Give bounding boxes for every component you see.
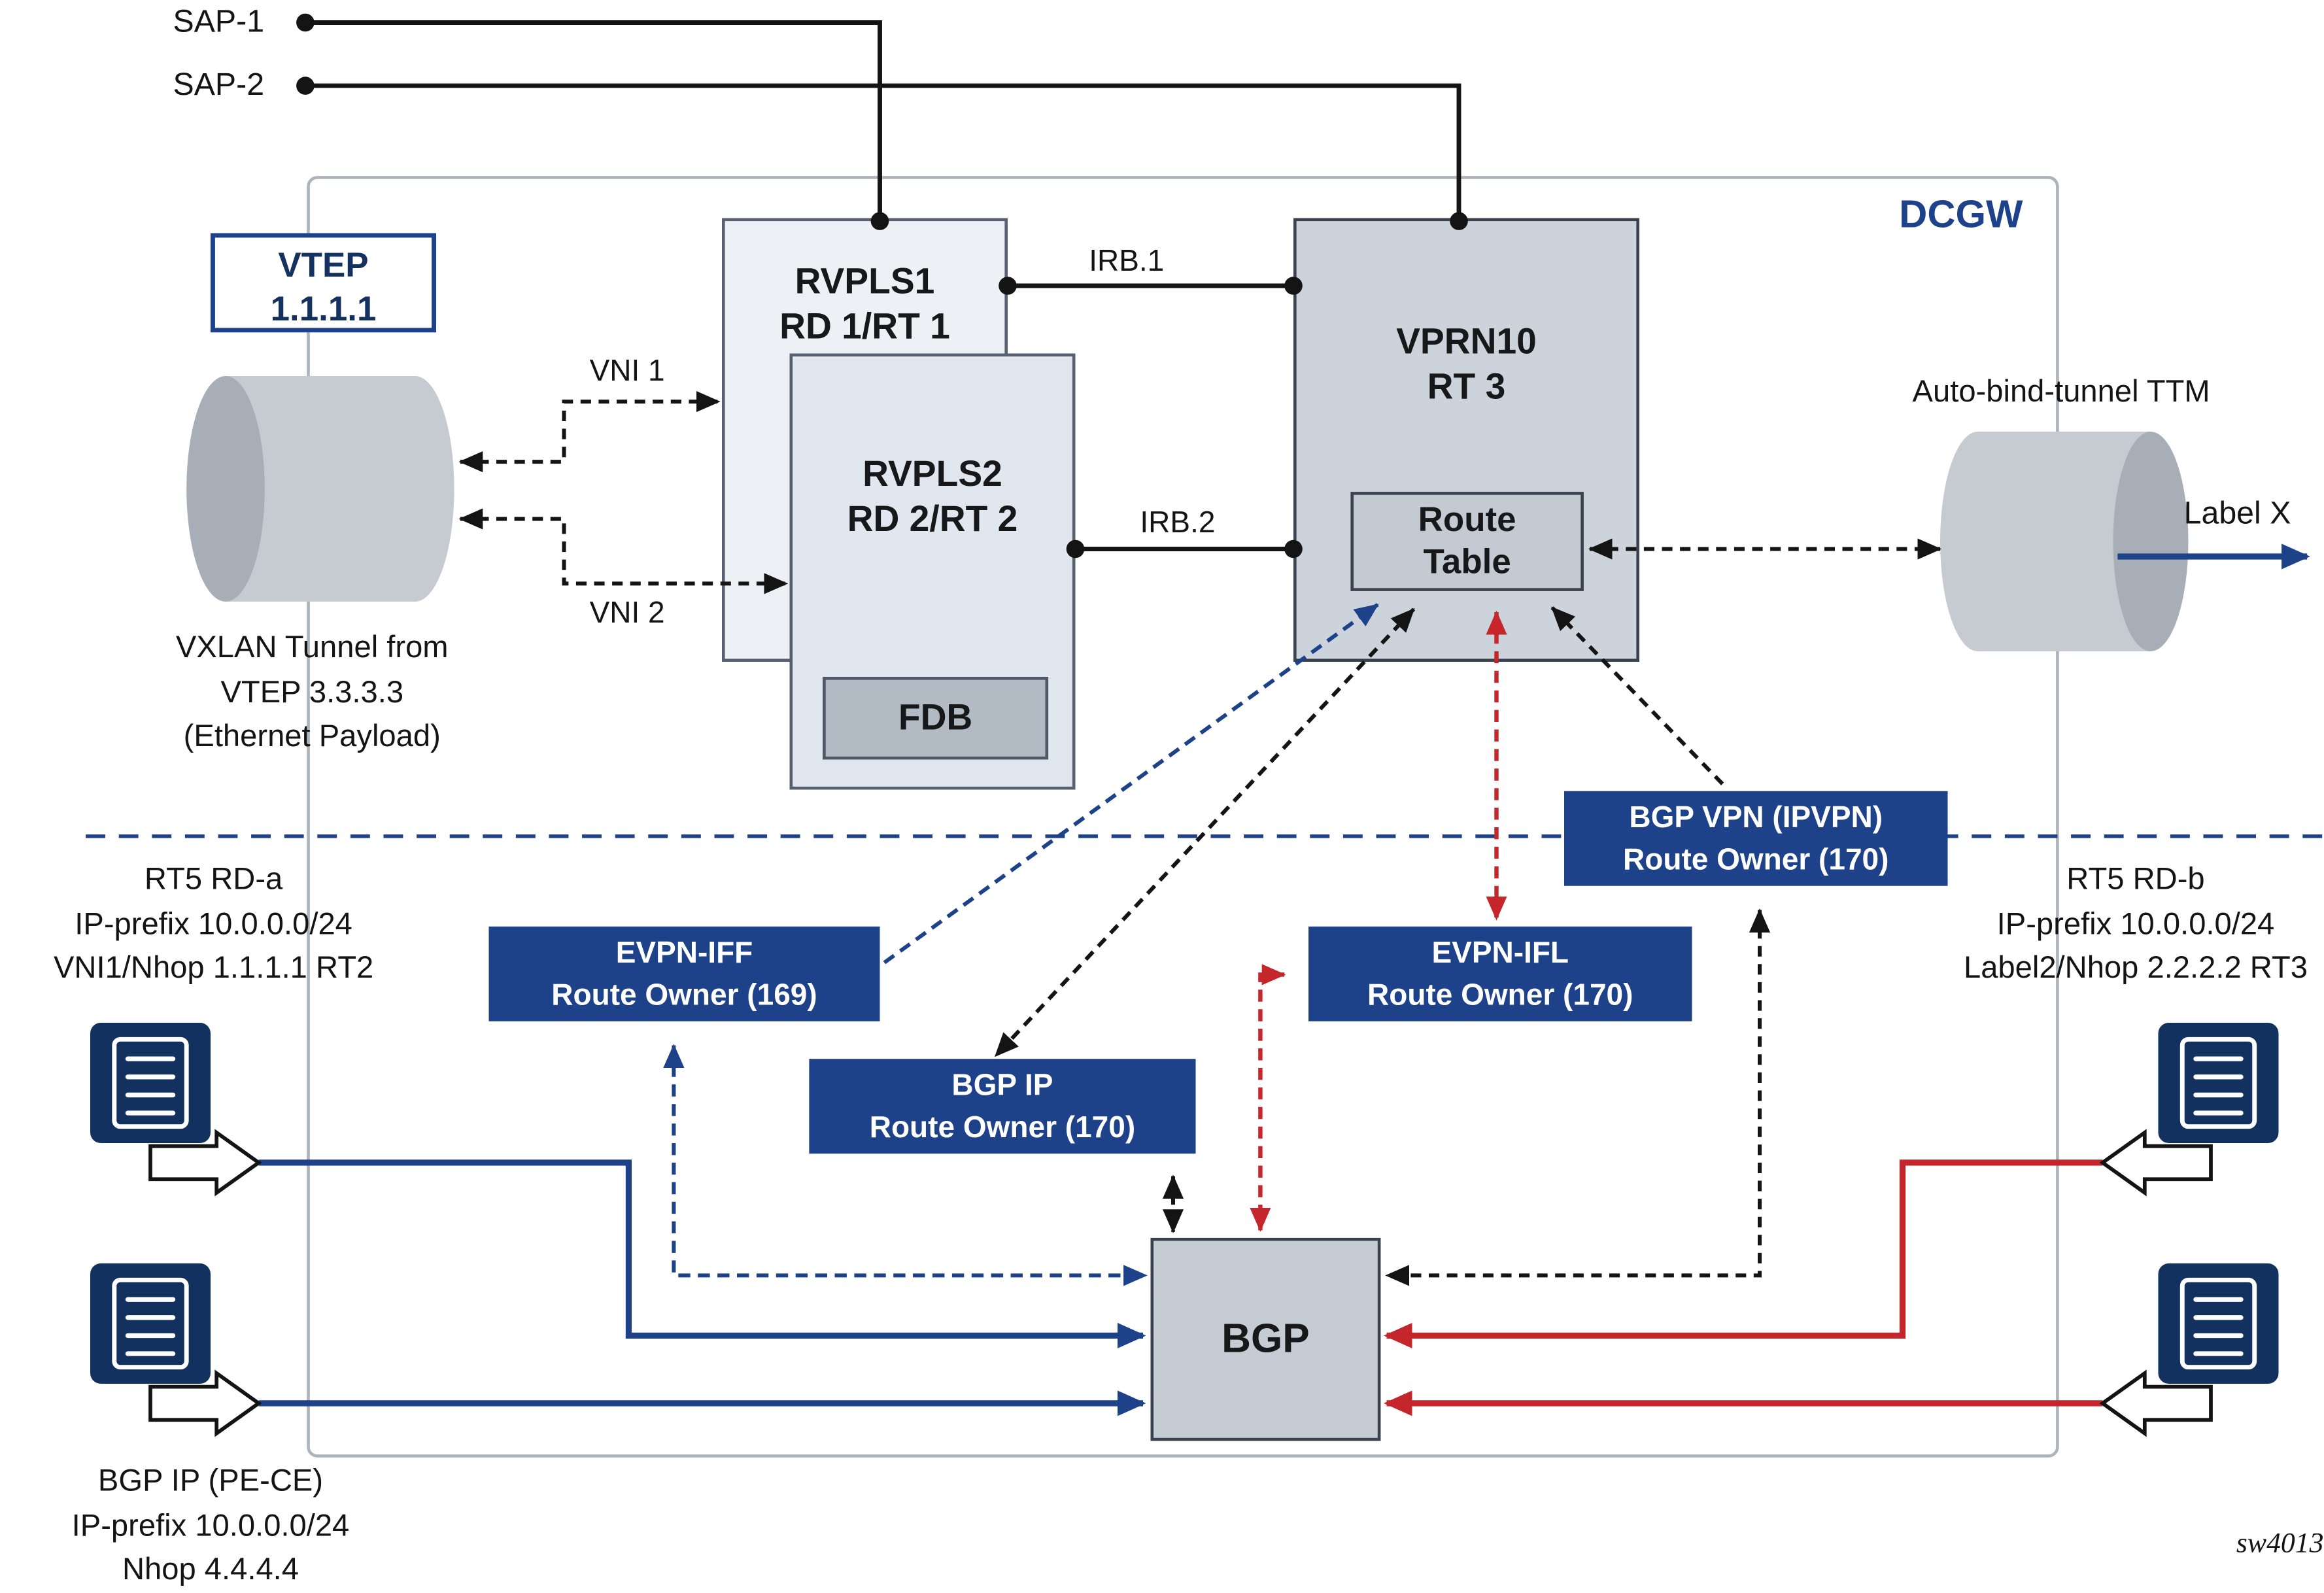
flow-arrow-right-icon: [148, 1369, 262, 1437]
right-rt5-line3: Label2/Nhop 2.2.2.2 RT3: [1963, 951, 2308, 986]
vtep-title: VTEP: [278, 245, 369, 284]
bgp-box: BGP: [1150, 1237, 1381, 1441]
bottom-left-line3: Nhop 4.4.4.4: [122, 1552, 299, 1588]
vprn10-title: VPRN10: [1396, 322, 1537, 363]
sap1-label: SAP-1: [173, 4, 265, 39]
left-rt5-note: RT5 RD-a IP-prefix 10.0.0.0/24 VNI1/Nhop…: [12, 857, 415, 991]
bgp-ip-owner: Route Owner (170): [869, 1110, 1136, 1144]
figure-id: sw4013: [2236, 1528, 2324, 1560]
right-top-route-line: [1383, 1159, 2103, 1348]
bottom-left-note: BGP IP (PE-CE) IP-prefix 10.0.0.0/24 Nho…: [18, 1459, 403, 1593]
rvpls2-box: RVPLS2 RD 2/RT 2 FDB: [789, 353, 1076, 790]
right-rt5-line1: RT5 RD-b: [2066, 861, 2205, 897]
vni2-label: VNI 2: [589, 597, 665, 630]
dcgw-label: DCGW: [1899, 191, 2023, 237]
sap1-line: [296, 13, 889, 230]
bgp-ip-box: BGP IP Route Owner (170): [809, 1059, 1196, 1154]
flow-arrow-left-icon: [2099, 1369, 2213, 1437]
vxlan-caption-line2: VTEP 3.3.3.3: [220, 675, 404, 710]
sap2-label: SAP-2: [173, 67, 265, 103]
evpn-ifl-owner: Route Owner (170): [1367, 978, 1633, 1012]
vni1-arrow: [458, 390, 721, 473]
bgp-vpn-title: BGP VPN (IPVPN): [1629, 800, 1883, 834]
vxlan-caption-line1: VXLAN Tunnel from: [175, 630, 449, 665]
bgp-vpn-owner: Route Owner (170): [1623, 843, 1889, 876]
label-x-label: Label X: [2183, 496, 2291, 531]
router-icon: [2159, 1263, 2279, 1384]
vxlan-caption-line3: (Ethernet Payload): [183, 719, 441, 755]
router-icon: [2159, 1023, 2279, 1143]
fdb-box: FDB: [823, 677, 1049, 760]
route-table-line1: Route: [1418, 500, 1516, 540]
vxlan-tunnel-caption: VXLAN Tunnel from VTEP 3.3.3.3 (Ethernet…: [128, 626, 497, 760]
vprn10-box: VPRN10 RT 3 Route Table: [1293, 218, 1639, 662]
bottom-left-line2: IP-prefix 10.0.0.0/24: [71, 1508, 350, 1543]
route-table-line2: Table: [1423, 541, 1511, 581]
evpn-ifl-box: EVPN-IFL Route Owner (170): [1308, 926, 1692, 1021]
bgp-vpn-ipvpn-box: BGP VPN (IPVPN) Route Owner (170): [1564, 791, 1948, 886]
ttm-caption-line: Auto-bind-tunnel TTM: [1912, 374, 2210, 409]
irb1-label: IRB.1: [1089, 245, 1165, 279]
vxlan-tunnel-cylinder: [186, 376, 454, 602]
ttm-caption: Auto-bind-tunnel TTM: [1870, 370, 2253, 415]
rvpls1-title: RVPLS1: [795, 262, 935, 303]
vprn10-rt: RT 3: [1427, 367, 1506, 408]
rvpls1-rd-rt: RD 1/RT 1: [779, 307, 950, 348]
router-icon: [90, 1023, 211, 1143]
evpn-iff-box: EVPN-IFF Route Owner (169): [488, 926, 880, 1021]
vtep-ip: 1.1.1.1: [270, 288, 377, 328]
flow-arrow-left-icon: [2099, 1129, 2213, 1197]
route-table-box: Route Table: [1350, 492, 1584, 591]
left-rt5-line2: IP-prefix 10.0.0.0/24: [75, 906, 352, 942]
bottom-left-line1: BGP IP (PE-CE): [97, 1463, 324, 1498]
rvpls2-rd-rt: RD 2/RT 2: [847, 499, 1018, 540]
evpn-ifl-title: EVPN-IFL: [1431, 936, 1569, 970]
sap2-line: [296, 77, 1468, 230]
flow-arrow-right-icon: [148, 1129, 262, 1197]
right-rt5-line2: IP-prefix 10.0.0.0/24: [1996, 906, 2275, 942]
left-top-route-line: [258, 1159, 1146, 1348]
left-rt5-line1: RT5 RD-a: [144, 861, 283, 897]
left-rt5-line3: VNI1/Nhop 1.1.1.1 RT2: [53, 951, 374, 986]
evpn-ifl-bgp-arrow: [1250, 964, 1286, 1232]
ttm-tunnel-cylinder: [1940, 432, 2189, 651]
vni1-label: VNI 1: [589, 354, 665, 388]
evpn-iff-owner: Route Owner (169): [551, 978, 817, 1012]
right-rt5-note: RT5 RD-b IP-prefix 10.0.0.0/24 Label2/Nh…: [1948, 857, 2324, 991]
irb2-link: [1066, 540, 1303, 558]
router-icon: [90, 1263, 211, 1384]
bgp-ip-title: BGP IP: [951, 1069, 1053, 1102]
vtep-box: VTEP 1.1.1.1: [211, 233, 436, 333]
rvpls2-title: RVPLS2: [863, 454, 1002, 495]
evpn-iff-title: EVPN-IFF: [615, 936, 753, 970]
irb2-label: IRB.2: [1140, 507, 1216, 540]
